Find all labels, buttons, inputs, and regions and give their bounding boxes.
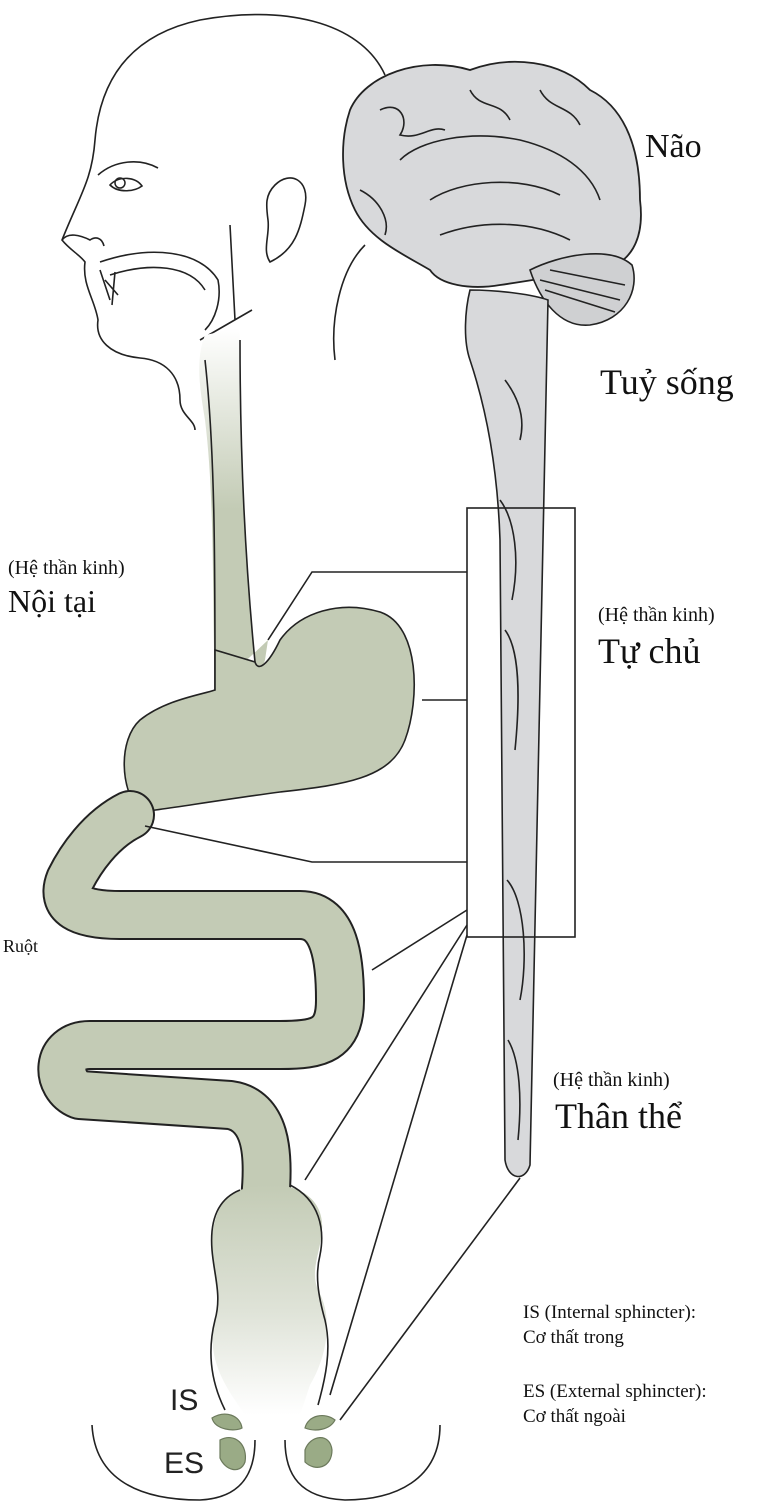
label-somatic: Thân thể — [555, 1096, 682, 1136]
legend: IS (Internal sphincter): Cơ thất trong E… — [523, 1302, 707, 1427]
nerve-connection-lines — [144, 571, 521, 1421]
label-intestine: Ruột — [3, 936, 38, 956]
label-spinal-cord: Tuỷ sống — [600, 362, 734, 402]
stomach — [123, 606, 416, 813]
label-autonomic-prefix: (Hệ thần kinh) — [598, 604, 715, 626]
label-is-marker: IS — [170, 1384, 198, 1417]
buttocks-outline — [91, 1424, 256, 1501]
intestine — [37, 790, 365, 1225]
label-autonomic: Tự chủ — [598, 631, 700, 671]
legend-is-desc: Cơ thất trong — [523, 1327, 624, 1348]
legend-es-desc: Cơ thất ngoài — [523, 1406, 626, 1427]
label-somatic-prefix: (Hệ thần kinh) — [553, 1069, 670, 1091]
internal-sphincter-right — [304, 1414, 336, 1431]
brain — [342, 60, 642, 326]
label-es-marker: ES — [164, 1447, 204, 1480]
label-enteric-prefix: (Hệ thần kinh) — [8, 557, 125, 579]
esophagus — [199, 328, 268, 690]
head-outline — [61, 13, 386, 431]
external-sphincter-right — [304, 1437, 333, 1468]
autonomic-box — [466, 507, 576, 938]
legend-is-title: IS (Internal sphincter): — [523, 1302, 696, 1323]
label-enteric: Nội tại — [8, 583, 96, 619]
internal-sphincter-left — [211, 1413, 243, 1431]
spinal-cord — [464, 289, 549, 1178]
label-brain: Não — [645, 128, 702, 165]
external-sphincter-left — [219, 1437, 247, 1471]
legend-es-title: ES (External sphincter): — [523, 1381, 707, 1402]
rectum — [211, 1184, 327, 1415]
sphincters — [211, 1413, 336, 1471]
